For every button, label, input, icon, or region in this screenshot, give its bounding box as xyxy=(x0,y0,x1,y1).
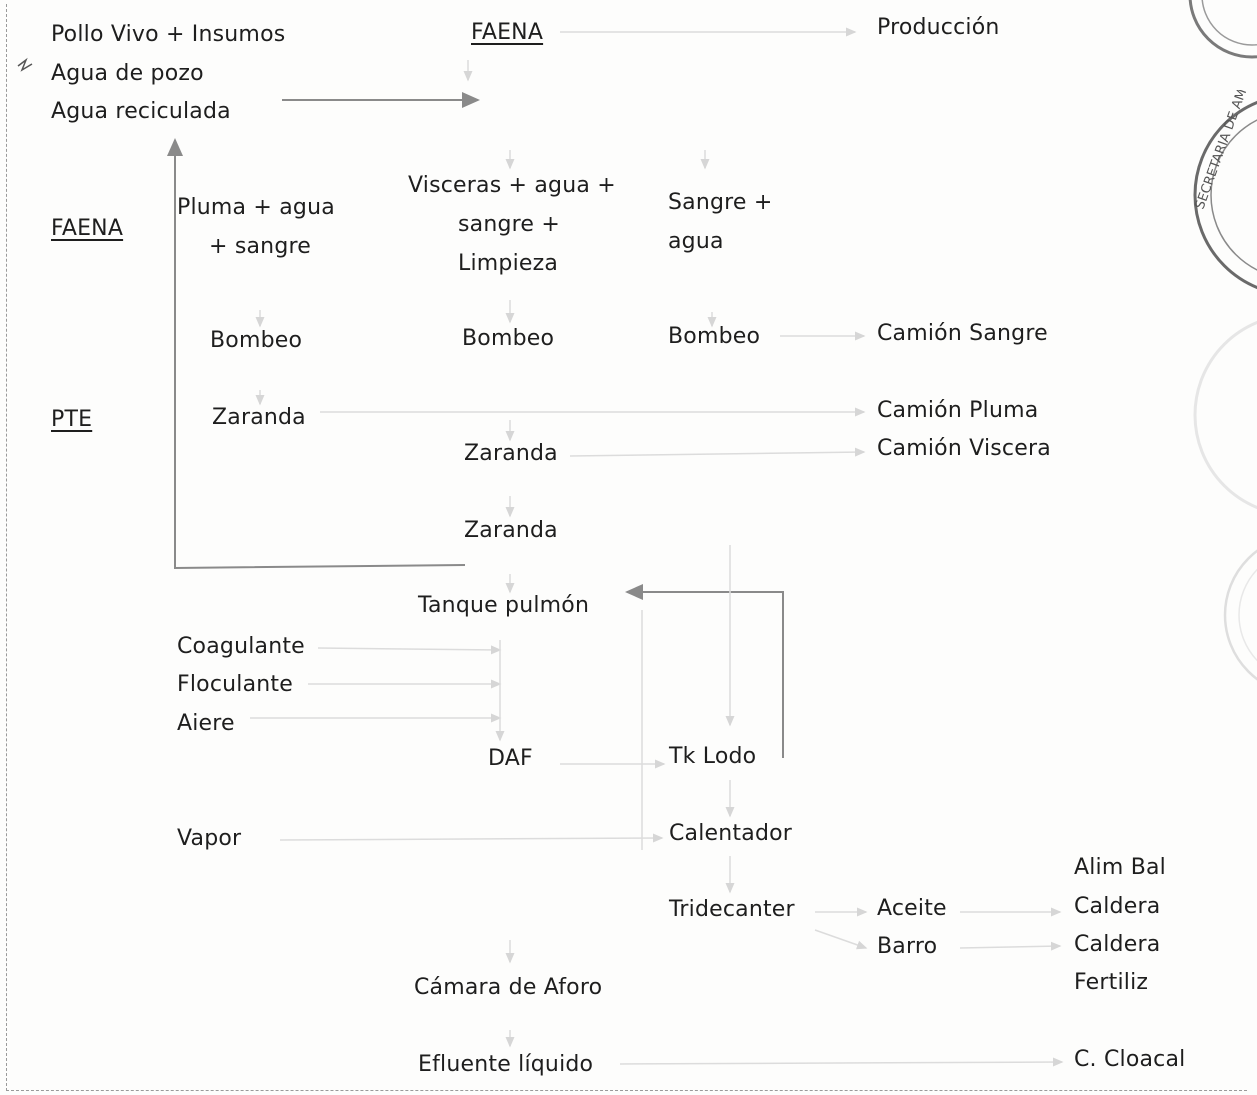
faint-seal-2 xyxy=(1223,549,1257,681)
output-fertiliz: Fertiliz xyxy=(1074,970,1149,995)
col3-bombeo: Bombeo xyxy=(668,324,761,349)
section-label-faena: FAENA xyxy=(51,216,124,241)
efluente-liquido: Efluente líquido xyxy=(418,1052,594,1077)
source-pluma-line1: Pluma + agua xyxy=(177,195,335,220)
section-label-pte: PTE xyxy=(51,407,93,432)
output-c-cloacal: C. Cloacal xyxy=(1074,1047,1186,1072)
source-visceras-line2: sangre + xyxy=(458,212,560,237)
truck-sangre: Camión Sangre xyxy=(877,321,1048,346)
chem-coagulante: Coagulante xyxy=(177,634,305,659)
truck-pluma: Camión Pluma xyxy=(877,398,1039,423)
camara-de-aforo: Cámara de Aforo xyxy=(414,975,603,1000)
chem-floculante: Floculante xyxy=(177,672,293,697)
output-alim-bal: Alim Bal xyxy=(1074,855,1166,880)
truck-viscera: Camión Viscera xyxy=(877,436,1051,461)
aceite: Aceite xyxy=(877,896,947,921)
daf-unit: DAF xyxy=(488,746,533,771)
vapor-input: Vapor xyxy=(177,826,242,851)
tk-lodo: Tk Lodo xyxy=(669,744,757,769)
tanque-pulmon: Tanque pulmón xyxy=(418,593,590,618)
col1-bombeo: Bombeo xyxy=(210,328,303,353)
source-sangre-line2: agua xyxy=(668,229,724,254)
produccion-node: Producción xyxy=(877,15,1000,40)
col2-bombeo: Bombeo xyxy=(462,326,555,351)
col2-zaranda-2: Zaranda xyxy=(464,518,558,543)
sludge-return-line xyxy=(625,584,784,758)
col2-zaranda-1: Zaranda xyxy=(464,441,558,466)
output-caldera-1: Caldera xyxy=(1074,894,1161,919)
barro: Barro xyxy=(877,934,938,959)
page-border xyxy=(6,4,1247,1091)
input-agua-reciculada: Agua reciculada xyxy=(51,99,231,124)
chem-aire: Aiere xyxy=(177,711,235,736)
calentador: Calentador xyxy=(669,821,793,846)
output-caldera-2: Caldera xyxy=(1074,932,1161,957)
col1-zaranda: Zaranda xyxy=(212,405,306,430)
official-seal: SECRETARIA DE AMBI xyxy=(1193,90,1257,290)
faint-seal-1 xyxy=(1193,320,1257,510)
source-pluma-line2: + sangre xyxy=(209,234,311,259)
source-sangre-line1: Sangre + xyxy=(668,190,773,215)
input-pollo-vivo: Pollo Vivo + Insumos xyxy=(51,22,286,47)
recycle-loop-line xyxy=(167,138,466,570)
stamp-top-partial xyxy=(1188,0,1257,59)
header-faena: FAENA xyxy=(471,20,544,45)
tridecanter: Tridecanter xyxy=(669,897,795,922)
source-visceras-line1: Visceras + agua + xyxy=(408,173,616,198)
input-agua-pozo: Agua de pozo xyxy=(51,61,204,86)
source-visceras-line3: Limpieza xyxy=(458,251,559,276)
